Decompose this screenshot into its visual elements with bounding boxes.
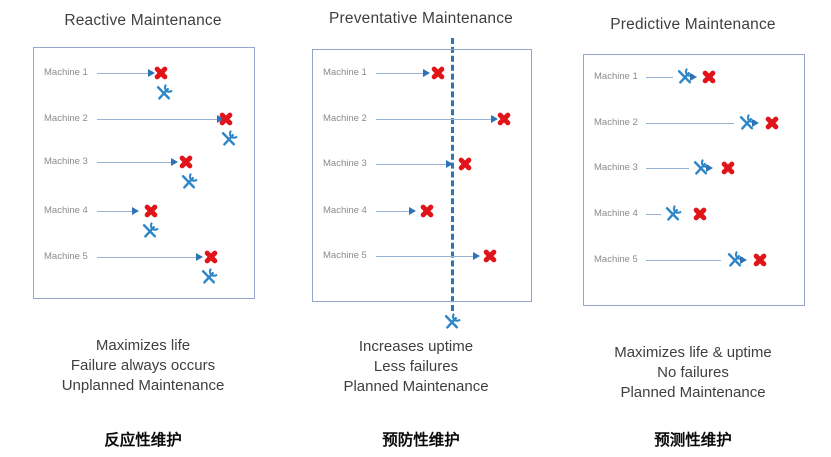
machine-label: Machine 3 (594, 162, 638, 173)
panel-chinese-label: 反应性维护 (104, 432, 182, 449)
timeline-line (646, 76, 673, 78)
machine-row: Machine 1 (313, 65, 531, 81)
arrowhead-icon (740, 255, 747, 264)
machine-row: Machine 3 (313, 156, 531, 172)
timeline-arrow (376, 251, 480, 260)
maintenance-tools-icon (155, 84, 173, 102)
failure-x-icon (430, 65, 446, 81)
machine-label: Machine 1 (594, 71, 638, 82)
panel-chinese-label: 预防性维护 (382, 432, 460, 449)
machine-row: Machine 4 (313, 203, 531, 219)
machine-row: Machine 1 (584, 69, 804, 85)
panel-predictive: Predictive Maintenance Machine 1 Machine… (554, 0, 831, 457)
timeline-arrow (97, 68, 155, 77)
panel-preventative: Preventative Maintenance Machine 1 Machi… (277, 0, 554, 457)
panel-description: Increases uptime Less failures Planned M… (286, 337, 546, 397)
machine-row: Machine 3 (584, 160, 804, 176)
panel-chinese-label: 预测性维护 (654, 432, 732, 449)
failure-x-icon (752, 252, 768, 268)
description-line: Planned Maintenance (620, 384, 766, 401)
failure-x-icon (419, 203, 435, 219)
description-line: Less failures (373, 358, 459, 375)
failure-x-icon (153, 65, 169, 81)
panel-description: Maximizes life Failure always occurs Unp… (13, 336, 273, 396)
panel-title-predictive: Predictive Maintenance (610, 16, 776, 33)
machine-label: Machine 5 (44, 251, 88, 262)
description-line: Failure always occurs (70, 357, 216, 374)
failure-x-icon (178, 154, 194, 170)
maintenance-tools-icon (200, 268, 218, 286)
machine-row: Machine 1 (34, 65, 254, 81)
failure-x-icon (764, 115, 780, 131)
failure-x-icon (218, 111, 234, 127)
machine-label: Machine 5 (323, 250, 367, 261)
failure-x-icon (701, 69, 717, 85)
failure-x-icon (496, 111, 512, 127)
machine-row: Machine 2 (34, 111, 254, 127)
machine-label: Machine 2 (594, 117, 638, 128)
scheduled-maintenance-tools-icon (443, 313, 461, 331)
planned-maintenance-dashed-line (451, 38, 454, 311)
timeline-line (646, 122, 734, 124)
machine-label: Machine 4 (44, 205, 88, 216)
failure-x-icon (720, 160, 736, 176)
machine-row: Machine 5 (584, 252, 804, 268)
timeline-line (646, 213, 661, 215)
panel-title-reactive: Reactive Maintenance (64, 12, 222, 29)
maintenance-tools-icon (141, 222, 159, 240)
machine-label: Machine 1 (323, 67, 367, 78)
machine-row: Machine 5 (313, 248, 531, 264)
description-line: Maximizes life & uptime (614, 344, 772, 361)
machine-label: Machine 5 (594, 254, 638, 265)
description-line: No failures (657, 364, 729, 381)
timeline-line (646, 259, 721, 261)
failure-x-icon (143, 203, 159, 219)
machine-label: Machine 1 (44, 67, 88, 78)
maintenance-tools-icon (180, 173, 198, 191)
timeline-arrow (97, 114, 224, 123)
machine-row: Machine 5 (34, 249, 254, 265)
machine-label: Machine 4 (323, 205, 367, 216)
timeline-line (646, 167, 689, 169)
maintenance-tools-icon (220, 130, 238, 148)
timeline-arrow (376, 68, 430, 77)
timeline-box-reactive: Machine 1 Machine 2 Machine 3 Machine 4 (33, 47, 255, 299)
description-line: Increases uptime (358, 338, 474, 355)
timeline-arrow (376, 114, 498, 123)
machine-label: Machine 3 (44, 156, 88, 167)
arrowhead-icon (752, 118, 759, 127)
timeline-arrow (97, 252, 203, 261)
arrowhead-icon (706, 163, 713, 172)
timeline-box-predictive: Machine 1 Machine 2 Machine 3 (583, 54, 805, 306)
timeline-arrow (97, 157, 178, 166)
arrowhead-icon (690, 72, 697, 81)
machine-row: Machine 3 (34, 154, 254, 170)
panel-reactive: Reactive Maintenance Machine 1 Machine 2… (0, 0, 277, 457)
panel-title-preventative: Preventative Maintenance (328, 10, 514, 27)
description-line: Planned Maintenance (343, 378, 489, 395)
panel-description: Maximizes life & uptime No failures Plan… (563, 343, 823, 403)
timeline-arrow (97, 206, 139, 215)
machine-label: Machine 4 (594, 208, 638, 219)
description-line: Unplanned Maintenance (61, 377, 225, 394)
timeline-arrow (376, 206, 416, 215)
machine-row: Machine 4 (584, 206, 804, 222)
failure-x-icon (692, 206, 708, 222)
description-line: Maximizes life (95, 337, 191, 354)
machine-label: Machine 2 (44, 113, 88, 124)
timeline-box-preventative: Machine 1 Machine 2 Machine 3 Machine 4 (312, 49, 532, 302)
timeline-arrow (376, 159, 453, 168)
machine-row: Machine 2 (313, 111, 531, 127)
failure-x-icon (482, 248, 498, 264)
machine-row: Machine 2 (584, 115, 804, 131)
machine-label: Machine 3 (323, 158, 367, 169)
machine-row: Machine 4 (34, 203, 254, 219)
failure-x-icon (203, 249, 219, 265)
machine-label: Machine 2 (323, 113, 367, 124)
maintenance-tools-icon (664, 205, 682, 223)
failure-x-icon (457, 156, 473, 172)
